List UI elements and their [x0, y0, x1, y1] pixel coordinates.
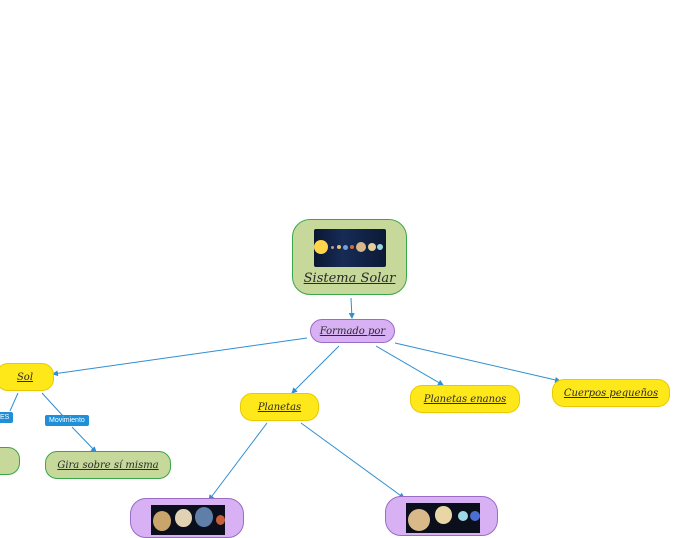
node-planetas-interiores[interactable] [130, 498, 244, 538]
outer-planets-image [406, 503, 480, 533]
node-gira-sobre-si-misma[interactable]: Gira sobre sí misma [45, 451, 171, 479]
node-cuerpos-pequenos-label: Cuerpos pequeños [563, 387, 659, 399]
node-offscreen-left[interactable] [0, 447, 20, 475]
node-cuerpos-pequenos[interactable]: Cuerpos pequeños [552, 379, 670, 407]
node-planetas[interactable]: Planetas [240, 393, 319, 421]
line-connector-sol [52, 337, 308, 377]
node-planetas-enanos-label: Planetas enanos [423, 393, 507, 405]
node-gira-label: Gira sobre sí misma [57, 459, 159, 471]
root-node-sistema-solar[interactable]: Sistema Solar [292, 219, 407, 295]
line-connector-planetas [291, 345, 340, 394]
tag-movimiento[interactable]: Movimiento [45, 415, 89, 426]
line-movimiento-gira [71, 426, 97, 453]
line-sol-movimiento [41, 392, 64, 417]
node-sol[interactable]: Sol [0, 363, 54, 391]
connector-formado-por[interactable]: Formado por [310, 319, 395, 343]
tag-es[interactable]: ES [0, 412, 14, 423]
inner-planets-image [151, 505, 225, 535]
node-planetas-label: Planetas [257, 401, 302, 413]
line-planetas-right [300, 422, 405, 499]
solar-system-image [313, 228, 386, 267]
node-planetas-exteriores[interactable] [385, 496, 498, 536]
line-connector-cuerpos [394, 342, 561, 383]
line-sol-es [9, 392, 19, 412]
connector-label: Formado por [319, 325, 386, 337]
connection-lines [9, 297, 561, 501]
node-sol-label: Sol [16, 371, 34, 383]
line-root-connector [348, 297, 355, 319]
root-title: Sistema Solar [303, 270, 396, 286]
node-planetas-enanos[interactable]: Planetas enanos [410, 385, 520, 413]
line-connector-enanos [375, 345, 444, 386]
line-planetas-left [208, 422, 268, 501]
